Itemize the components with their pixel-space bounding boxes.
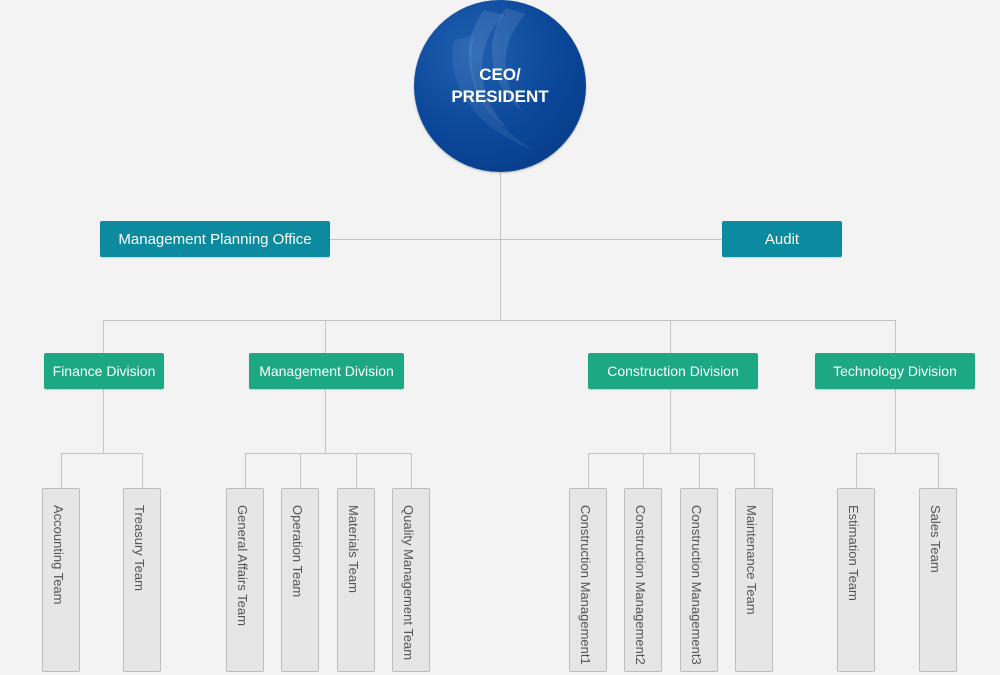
team-node-construction-management2[interactable]: Construction Management2 [624, 488, 662, 672]
team-label: Construction Management3 [689, 505, 704, 665]
team-label: Sales Team [928, 505, 943, 573]
team-node-construction-management1[interactable]: Construction Management1 [569, 488, 607, 672]
team-label: Materials Team [346, 505, 361, 593]
team-node-maintenance[interactable]: Maintenance Team [735, 488, 773, 672]
team-label: Accounting Team [51, 505, 66, 605]
construction-division-label: Construction Division [607, 363, 739, 379]
team-node-treasury[interactable]: Treasury Team [123, 488, 161, 672]
swirl-logo-icon [452, 8, 534, 150]
construction-division-node[interactable]: Construction Division [588, 353, 758, 389]
team-node-quality-management[interactable]: Quality Management Team [392, 488, 430, 672]
management-planning-office-node[interactable]: Management Planning Office [100, 221, 330, 257]
team-node-accounting[interactable]: Accounting Team [42, 488, 80, 672]
audit-node[interactable]: Audit [722, 221, 842, 257]
team-label: Construction Management1 [578, 505, 593, 665]
management-division-label: Management Division [259, 363, 394, 379]
finance-division-label: Finance Division [52, 363, 156, 379]
team-label: Operation Team [290, 505, 305, 598]
technology-division-node[interactable]: Technology Division [815, 353, 975, 389]
team-label: Maintenance Team [744, 505, 759, 615]
team-label: Treasury Team [132, 505, 147, 591]
team-label: Quality Management Team [401, 505, 416, 661]
team-node-construction-management3[interactable]: Construction Management3 [680, 488, 718, 672]
team-label: General Affairs Team [235, 505, 250, 626]
team-node-materials[interactable]: Materials Team [337, 488, 375, 672]
audit-label: Audit [764, 230, 800, 248]
team-label: Construction Management2 [633, 505, 648, 665]
team-node-estimation[interactable]: Estimation Team [837, 488, 875, 672]
management-division-node[interactable]: Management Division [249, 353, 404, 389]
ceo-node[interactable]: CEO/ PRESIDENT [414, 0, 586, 172]
team-node-sales[interactable]: Sales Team [919, 488, 957, 672]
ceo-label: CEO/ PRESIDENT [451, 65, 549, 106]
team-node-general-affairs[interactable]: General Affairs Team [226, 488, 264, 672]
team-node-operation[interactable]: Operation Team [281, 488, 319, 672]
management-planning-office-label: Management Planning Office [118, 230, 312, 248]
technology-division-label: Technology Division [833, 363, 957, 379]
finance-division-node[interactable]: Finance Division [44, 353, 164, 389]
team-label: Estimation Team [846, 505, 861, 601]
